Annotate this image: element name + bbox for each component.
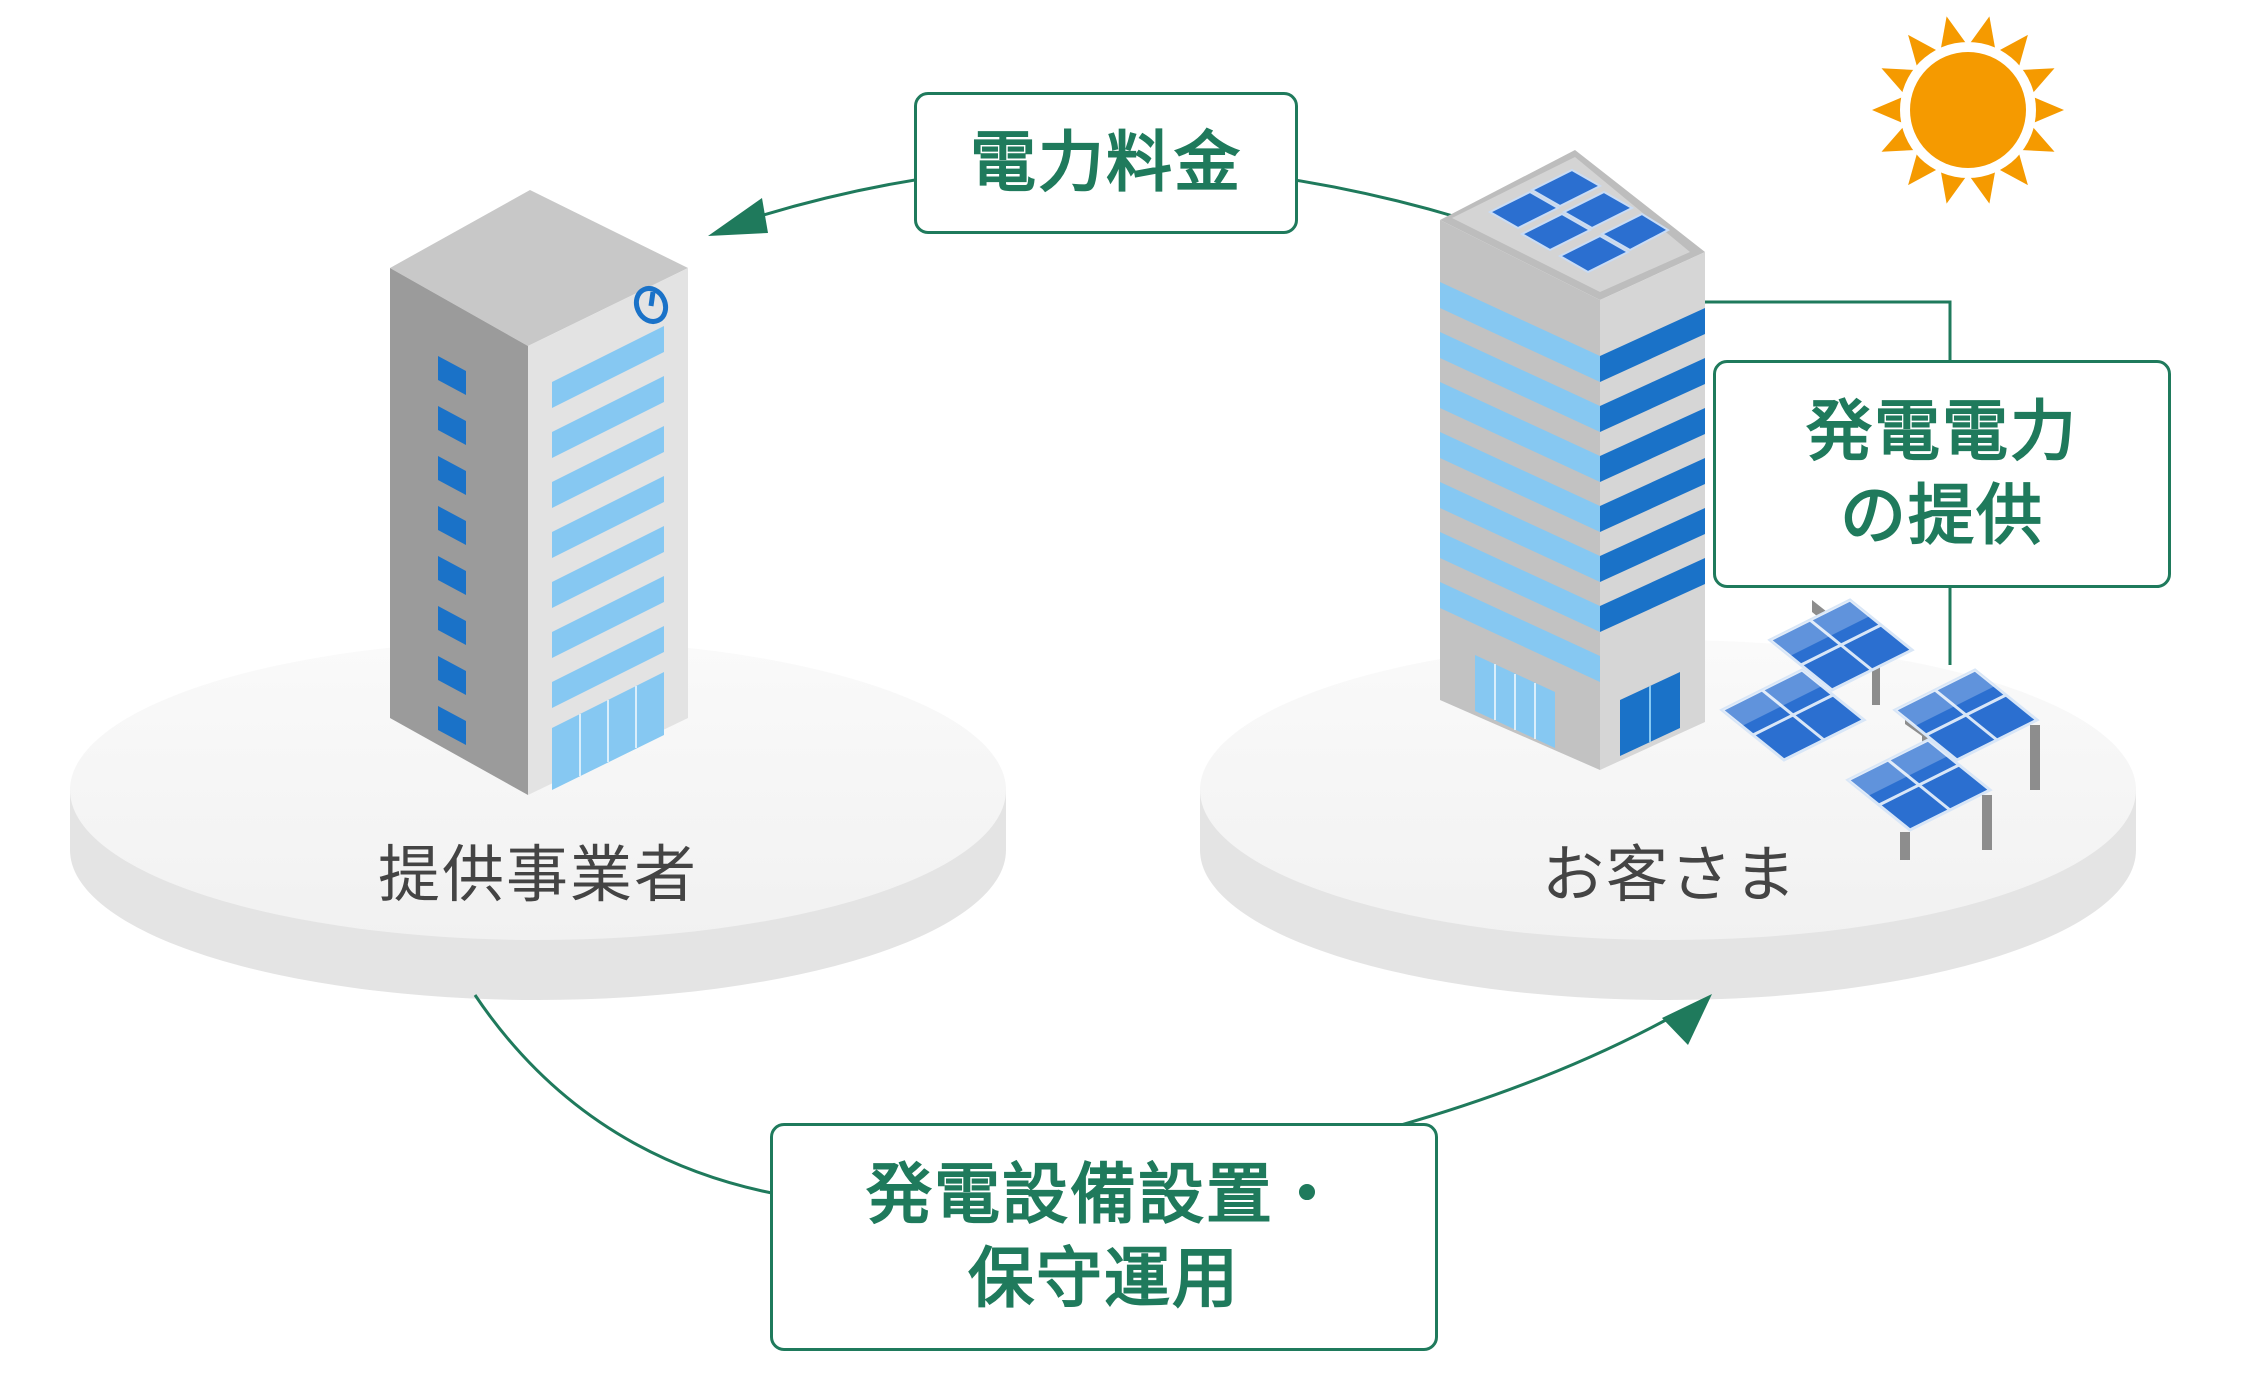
fee-label: 電力料金 — [970, 124, 1242, 201]
install-label-line1: 発電設備設置・ — [866, 1156, 1342, 1233]
sun-ray — [1908, 149, 1941, 186]
sun-ray — [1908, 34, 1941, 71]
sun-ray — [1872, 95, 1906, 125]
sun-ray — [1995, 34, 2028, 71]
fee-label-box: 電力料金 — [914, 92, 1298, 234]
supply-label-box: 発電電力 の提供 — [1713, 360, 2171, 588]
install-label-box: 発電設備設置・ 保守運用 — [770, 1123, 1438, 1351]
solar-panel-icon — [1719, 598, 2040, 860]
provider-label: 提供事業者 — [377, 838, 698, 911]
logo-icon — [633, 285, 669, 325]
solar-building-icon — [1440, 150, 1705, 770]
supply-label-line2: の提供 — [1840, 477, 2044, 554]
sun-icon — [1872, 16, 2064, 204]
office-building-icon — [390, 190, 688, 795]
customer-label: お客さま — [1541, 838, 1798, 911]
sun-ray — [1995, 149, 2028, 186]
sun-ray — [2030, 95, 2064, 125]
install-label-line2: 保守運用 — [968, 1240, 1240, 1317]
supply-label-line1: 発電電力 — [1806, 393, 2078, 470]
